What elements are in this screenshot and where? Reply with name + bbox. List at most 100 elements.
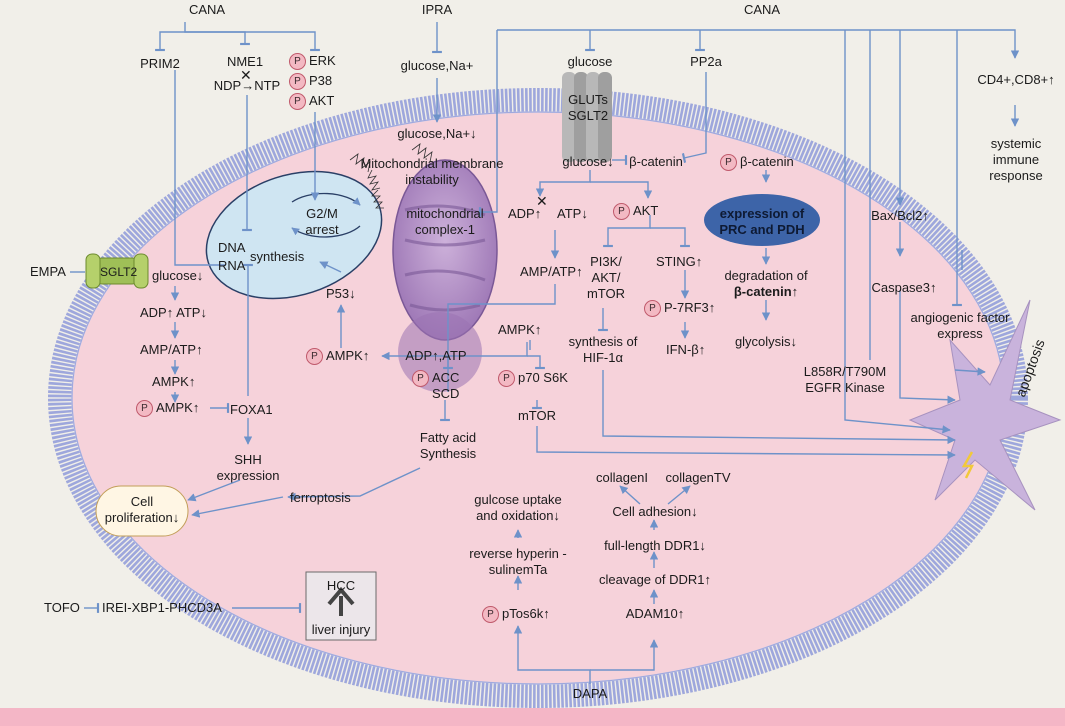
reverse-hyperinsulinemia: reverse hyperin -sulinemTa [469, 546, 567, 577]
mito-membrane-instability: Mitochondrial membrane instability [360, 156, 504, 187]
amp-atp-left: AMP/ATP↑ [140, 342, 203, 357]
p-circle: P [412, 370, 429, 388]
collagen-i: collagenI [595, 470, 649, 485]
caspase3: Caspase3↑ [871, 280, 937, 295]
ifn-beta: IFN-β↑ [666, 342, 706, 357]
p-circle: P [289, 93, 306, 111]
akt-mid-label: AKT [633, 203, 659, 218]
systemic-immune-response: systemic immune response [989, 136, 1043, 183]
degradation-of: degradation of [724, 268, 808, 283]
up-arrow-icon [327, 586, 355, 616]
p70-label: p70 S6K [518, 370, 568, 385]
bottom-stripe [0, 708, 1065, 726]
p-circle: P [613, 203, 630, 221]
amp-atp-mid: AMP/ATP↑ [520, 264, 583, 279]
adp-atp-left: ADP↑ ATP↓ [140, 305, 207, 320]
p38-label: P38 [309, 73, 333, 88]
gluts-sglt2: GLUTs SGLT2 [567, 92, 609, 123]
apoptosis-star [908, 299, 1062, 511]
acc-scd-label: ACC SCD [432, 370, 460, 401]
nme1: NME1 [226, 54, 264, 69]
sglt2-left: SGLT2 [100, 265, 138, 279]
degradation-arrow: ↑ [791, 284, 799, 299]
p-circle: P [644, 300, 661, 318]
pathway-arrows [70, 22, 1020, 684]
p-beta-catenin-label: β-catenin [740, 154, 794, 169]
p-circle: P [306, 348, 323, 366]
mito-adp-atp: ADP↑,ATP [405, 348, 467, 363]
foxa1: FOXA1 [230, 402, 273, 417]
membrane-instability-zigzag [349, 143, 433, 209]
degradation-beta-catenin: β-catenin↑ [734, 284, 798, 300]
fatty-acid-synthesis: Fatty acid Synthesis [419, 430, 477, 461]
shh-expression: SHH expression [216, 452, 280, 483]
cell-proliferation: Cell proliferation↓ [104, 494, 180, 525]
pi3k-akt-mtor: PI3K/ AKT/ mTOR [586, 254, 626, 301]
glucose-uptake: gulcose uptake and oxidation↓ [474, 492, 562, 523]
synthesis: synthesis [250, 249, 305, 264]
ampk-mid: AMPK↑ [498, 322, 542, 337]
cleavage-ddr1: cleavage of DDR1↑ [599, 572, 711, 587]
ferroptosis: ferroptosis [290, 490, 351, 505]
glycolysis: glycolysis↓ [734, 334, 798, 349]
pampk-left-label: AMPK↑ [156, 400, 200, 415]
rna: RNA [218, 258, 246, 273]
adp-mid: ADP↑ [508, 206, 542, 221]
sglt2-transporter [85, 253, 149, 289]
adam10: ADAM10↑ [625, 606, 685, 621]
erk-label: ERK [309, 53, 336, 68]
mtor: mTOR [517, 408, 557, 423]
dapa: DAPA [572, 686, 608, 701]
glucose-top: glucose [567, 54, 613, 69]
sting: STING↑ [656, 254, 703, 269]
ptos6k-label: pTos6k↑ [502, 606, 550, 621]
block-x-adp: ✕ [536, 193, 548, 209]
g2m-arrest: G2/M arrest [305, 206, 339, 237]
dna: DNA [218, 240, 246, 255]
irei-xbp1: IREI-XBP1-PHCD3A [102, 600, 222, 615]
ampk-left: AMPK↑ [152, 374, 196, 389]
p53: P53↓ [326, 286, 356, 301]
glucose-na-inside: glucose,Na+↓ [397, 126, 477, 141]
tofo: TOFO [44, 600, 80, 615]
cd4-cd8: CD4+,CD8+↑ [977, 72, 1055, 87]
bax-bcl2: Bax/Bcl2↑ [871, 208, 929, 223]
collagen-tv: collagenTV [665, 470, 731, 485]
empa: EMPA [30, 264, 66, 279]
cell-adhesion: Cell adhesion↓ [612, 504, 698, 519]
p-circle: P [498, 370, 515, 388]
p-circle: P [720, 154, 737, 172]
prc-pdh-ellipse [704, 194, 820, 246]
prim2: PRIM2 [140, 56, 180, 71]
block-x-nme1: ✕ [240, 67, 252, 83]
egfr-kinase: L858R/T790M EGFR Kinase [803, 364, 887, 395]
pampk-mid-label: AMPK↑ [326, 348, 370, 363]
liver-injury: liver injury [311, 622, 371, 637]
p-circle: P [289, 53, 306, 71]
glucose-left: glucose↓ [152, 268, 204, 283]
angiogenic-factor: angiogenic factor express [910, 310, 1010, 341]
cana-left: CANA [188, 2, 226, 17]
prc-pdh-expression: expression of PRC and PDH [719, 206, 805, 237]
beta-catenin: β-catenin [629, 154, 683, 169]
cana-right: CANA [743, 2, 781, 17]
cell-proliferation-box [95, 485, 189, 537]
atp-mid: ATP↓ [557, 206, 588, 221]
hif-synthesis: synthesis of HIF-1α [568, 334, 638, 365]
p-circle: P [482, 606, 499, 624]
cell-cycle-icon [291, 192, 361, 238]
hcc: HCC [326, 578, 356, 593]
glut-transporter [562, 72, 612, 162]
p-circle: P [289, 73, 306, 91]
pp2a: PP2a [690, 54, 722, 69]
